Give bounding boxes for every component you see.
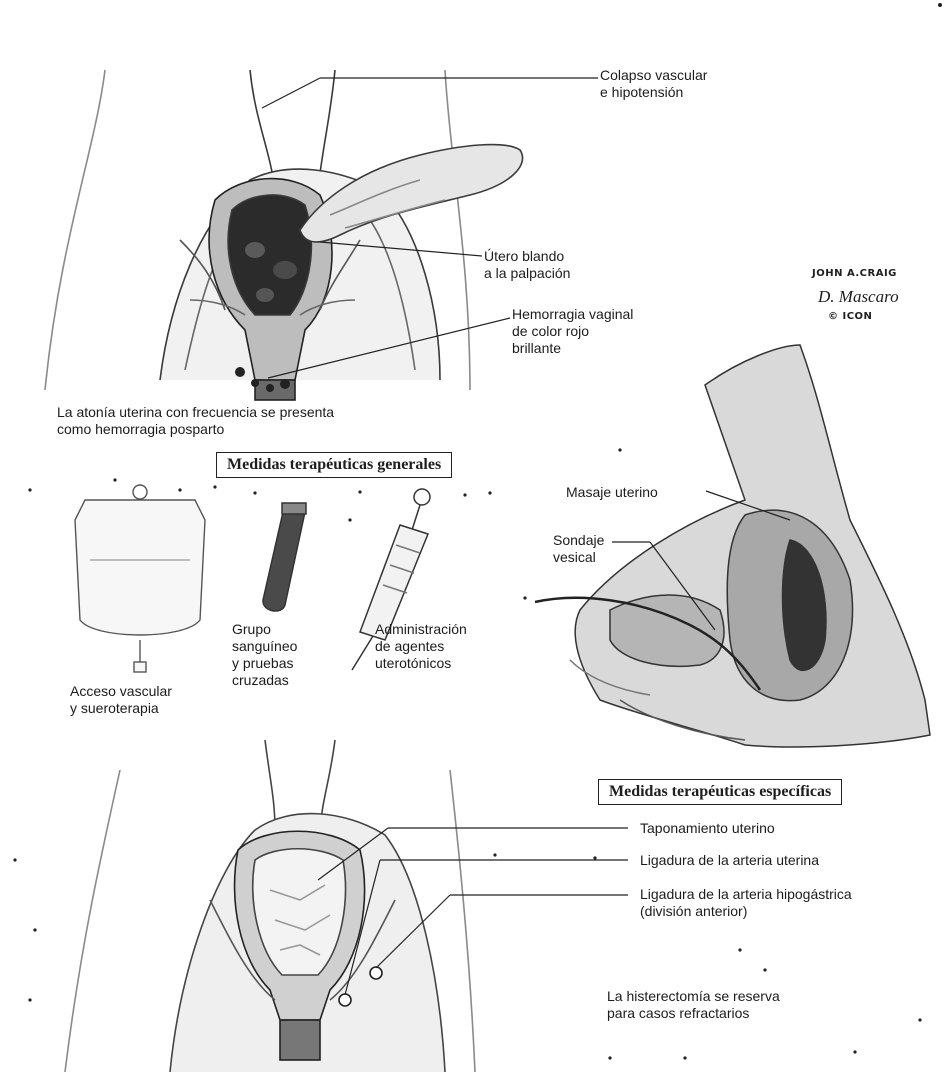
heading-medidas-generales: Medidas terapéuticas generales bbox=[216, 452, 452, 478]
label-ligadura-uterina: Ligadura de la arteria uterina bbox=[640, 852, 819, 869]
label-grupo-sanguineo: Grupo sanguíneo y pruebas cruzadas bbox=[232, 621, 297, 689]
bottom-pelvis-illustration bbox=[65, 740, 475, 1072]
label-ligadura-hipogastrica: Ligadura de la arteria hipogástrica (div… bbox=[640, 886, 852, 920]
label-sondaje-vesical: Sondaje vesical bbox=[553, 532, 604, 566]
label-histerectomia: La histerectomía se reserva para casos r… bbox=[607, 988, 780, 1022]
label-masaje-uterino: Masaje uterino bbox=[566, 484, 658, 501]
artist-signature-script: D. Mascaro bbox=[818, 287, 899, 307]
caption-atonia-uterina: La atonía uterina con frecuencia se pres… bbox=[57, 404, 334, 438]
label-acceso-vascular: Acceso vascular y sueroterapia bbox=[70, 683, 172, 717]
artist-signature: JOHN A.CRAIG bbox=[812, 268, 897, 279]
publisher-mark: © ICON bbox=[828, 311, 872, 322]
test-tube-icon bbox=[263, 503, 306, 611]
top-pelvis-illustration bbox=[45, 70, 523, 400]
iv-bag-icon bbox=[75, 485, 205, 672]
label-colapso-vascular: Colapso vascular e hipotensión bbox=[600, 67, 707, 101]
heading-medidas-especificas: Medidas terapéuticas específicas bbox=[598, 779, 842, 805]
label-hemorragia-vaginal: Hemorragia vaginal de color rojo brillan… bbox=[512, 306, 633, 357]
label-administracion: Administración de agentes uterotónicos bbox=[375, 621, 467, 672]
label-taponamiento-uterino: Taponamiento uterino bbox=[640, 820, 775, 837]
label-utero-blando: Útero blando a la palpación bbox=[484, 248, 570, 282]
